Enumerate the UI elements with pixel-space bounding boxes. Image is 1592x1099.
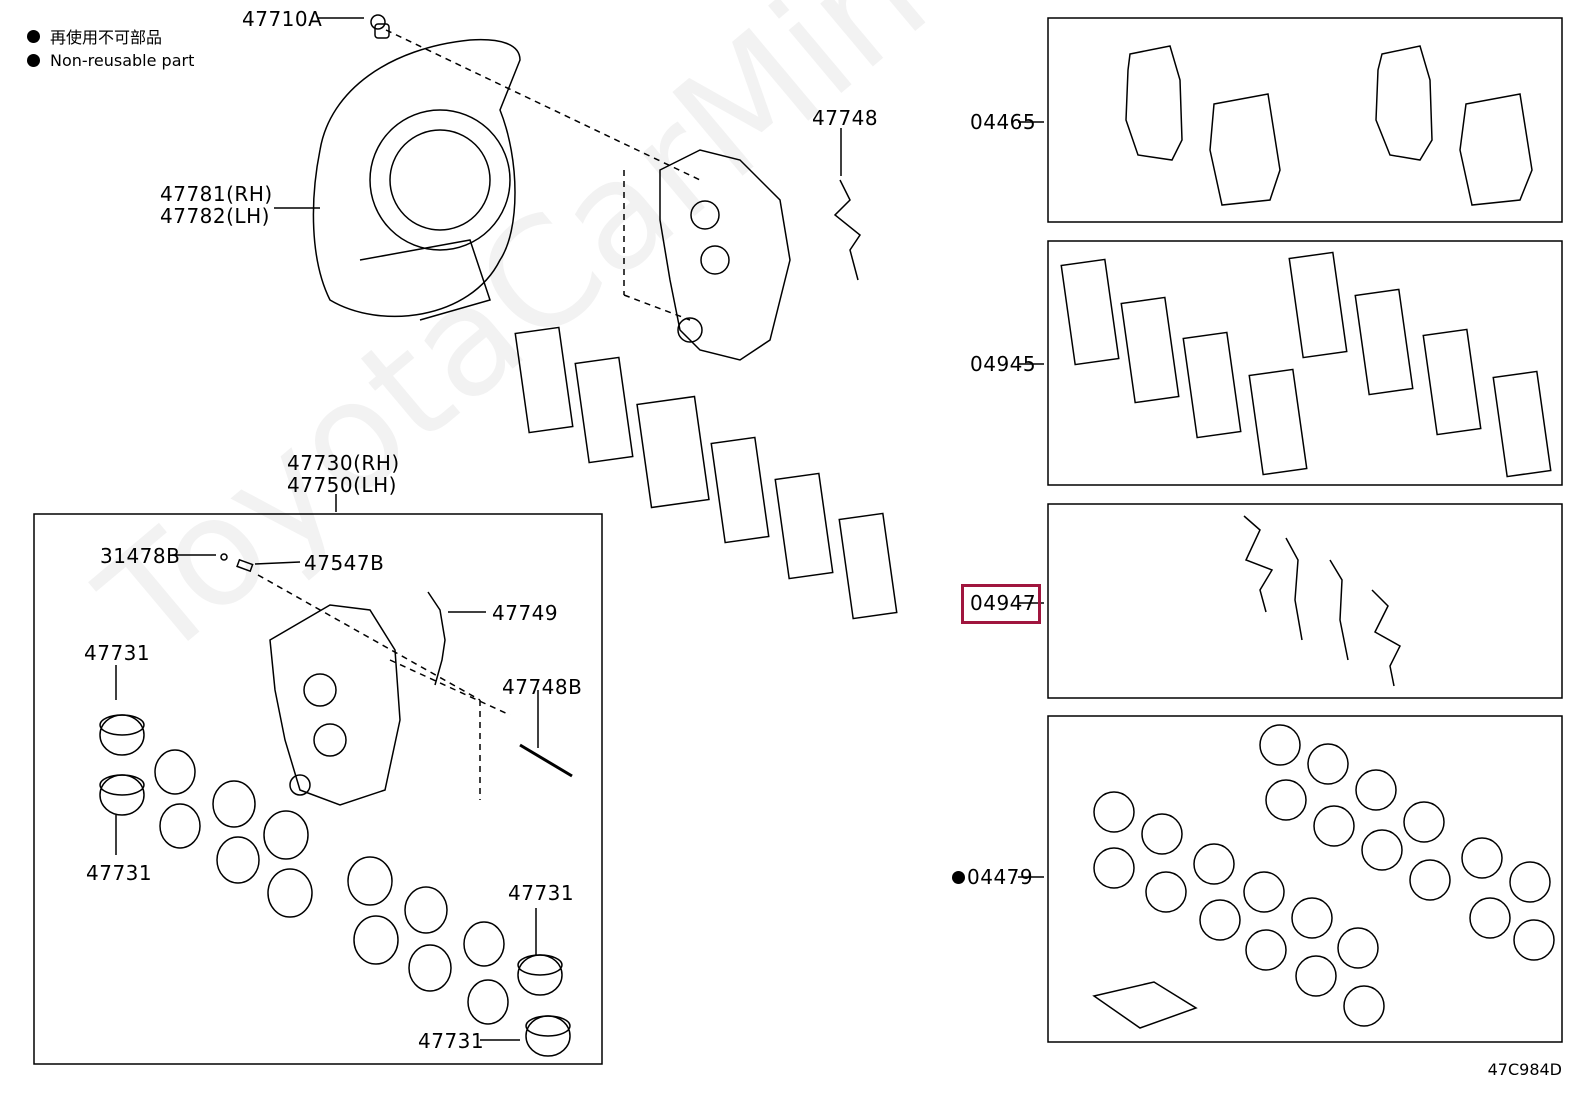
- clip-icon: [427, 591, 446, 686]
- label-47748b[interactable]: 47748B: [502, 675, 583, 699]
- label-47730-rh[interactable]: 47730(RH): [287, 451, 400, 475]
- kit-04479-seals-icon: [1092, 724, 1555, 1029]
- label-04465[interactable]: 04465: [970, 110, 1037, 134]
- label-04945[interactable]: 04945: [970, 352, 1037, 376]
- label-47748[interactable]: 47748: [812, 106, 879, 130]
- label-47781-rh[interactable]: 47781(RH): [160, 182, 273, 206]
- bolt-icon: [370, 14, 390, 39]
- label-47731-b[interactable]: 47731: [86, 861, 153, 885]
- label-47710a[interactable]: 47710A: [242, 7, 323, 31]
- brake-pads-icon: [514, 326, 898, 620]
- kit-box-04947: [1047, 503, 1563, 699]
- label-04947[interactable]: 04947: [970, 591, 1037, 615]
- caliper-assembly-box: [33, 513, 603, 1065]
- legend-en-text: Non-reusable part: [50, 51, 195, 70]
- label-04479-row[interactable]: 04479: [952, 866, 1033, 888]
- caliper-detail-icon: [269, 604, 401, 806]
- dust-cover-icon: [312, 38, 521, 321]
- label-47731-d[interactable]: 47731: [418, 1029, 485, 1053]
- kit-box-04465: [1047, 17, 1563, 223]
- piston-seals-icon: [154, 749, 509, 1025]
- kit-box-04945: [1047, 240, 1563, 486]
- label-47749[interactable]: 47749: [492, 601, 559, 625]
- label-47547b[interactable]: 47547B: [304, 551, 385, 575]
- kit-box-04479: [1047, 715, 1563, 1043]
- kit-04465-pads-icon: [1125, 45, 1533, 206]
- non-reusable-dot-icon: [27, 54, 40, 67]
- non-reusable-dot-icon: [952, 870, 965, 884]
- cap-icon: [220, 553, 228, 561]
- selected-part-highlight: [961, 584, 1041, 624]
- anti-rattle-spring-icon: [833, 179, 862, 281]
- label-47782-lh[interactable]: 47782(LH): [160, 204, 270, 228]
- diagram-code: 47C984D: [1487, 1060, 1562, 1079]
- non-reusable-dot-icon: [27, 29, 40, 43]
- bleeder-icon: [236, 558, 254, 573]
- kit-04947-springs-icon: [1243, 515, 1401, 687]
- legend-row-jp: 再使用不可部品: [27, 24, 162, 48]
- caliper-icon: [659, 149, 791, 361]
- label-47731-a[interactable]: 47731: [84, 641, 151, 665]
- label-31478b[interactable]: 31478B: [100, 544, 181, 568]
- label-47750-lh[interactable]: 47750(LH): [287, 473, 397, 497]
- kit-04945-shims-icon: [1060, 251, 1552, 478]
- label-47731-c[interactable]: 47731: [508, 881, 575, 905]
- legend-row-en: Non-reusable part: [27, 51, 194, 70]
- legend-jp-text: 再使用不可部品: [50, 28, 163, 47]
- pin-icon: [519, 743, 573, 778]
- piston-icon: [99, 714, 571, 1057]
- label-04479[interactable]: 04479: [967, 865, 1034, 889]
